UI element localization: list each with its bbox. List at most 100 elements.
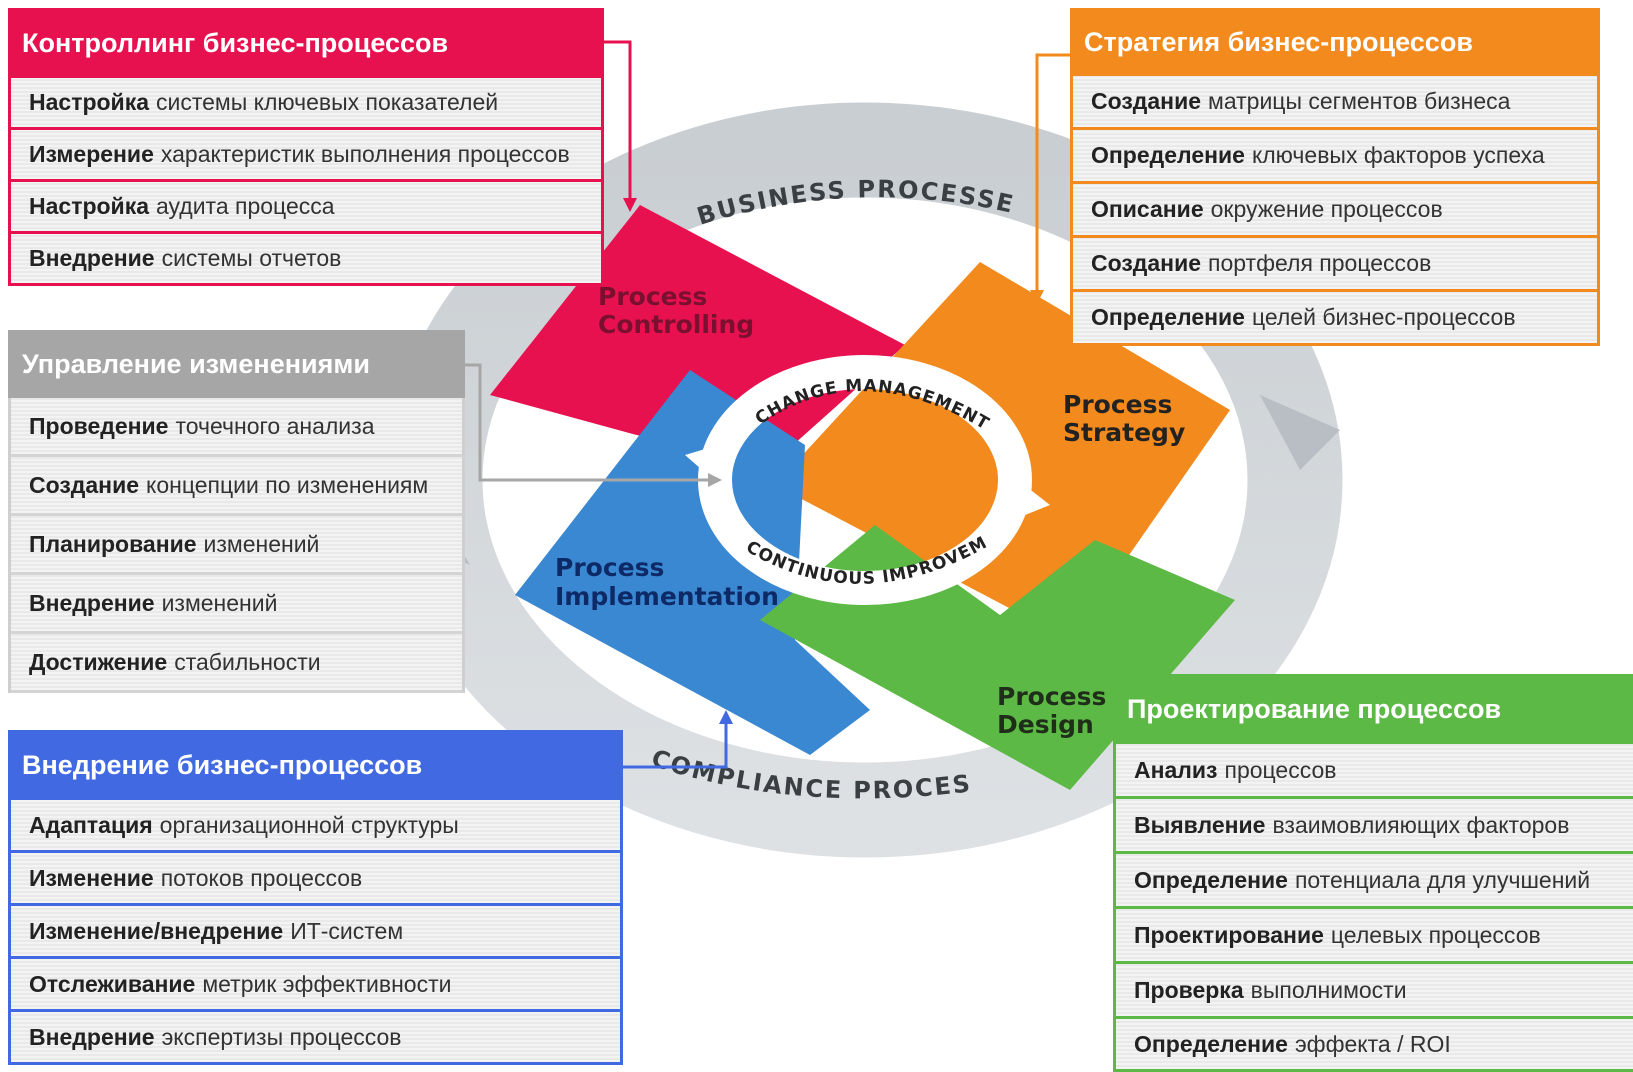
item-verb: Планирование <box>29 530 197 557</box>
item-verb: Определение <box>1091 142 1245 168</box>
item-text: потенциала для улучшений <box>1294 866 1591 893</box>
item-text: потоков процессов <box>160 864 363 891</box>
panel-implementation-title: Внедрение бизнес-процессов <box>8 730 623 800</box>
item-text: целей бизнес-процессов <box>1251 304 1516 330</box>
item-verb: Описание <box>1091 196 1204 222</box>
item-verb: Достижение <box>29 648 168 675</box>
item-text: выполнимости <box>1250 976 1407 1003</box>
item-verb: Отслеживание <box>29 970 196 997</box>
item-text: изменений <box>203 530 320 557</box>
item-verb: Анализ <box>1134 756 1218 783</box>
item-verb: Настройка <box>29 89 149 115</box>
panel-change-title: Управление изменениями <box>8 330 465 398</box>
item-verb: Внедрение <box>29 245 155 271</box>
list-item: Настройка системы ключевых показателей <box>11 78 601 130</box>
item-verb: Изменение/внедрение <box>29 917 284 944</box>
panel-controlling: Контроллинг бизнес-процессов Настройка си… <box>8 8 604 286</box>
connector-implementation-arrowhead <box>719 710 733 724</box>
connector-change-arrowhead <box>708 473 722 487</box>
item-text: окружение процессов <box>1210 196 1443 222</box>
quadrant-implementation <box>515 370 870 755</box>
item-text: метрик эффективности <box>202 970 452 997</box>
item-verb: Создание <box>1091 250 1202 276</box>
item-text: системы отчетов <box>161 245 342 271</box>
item-verb: Определение <box>1134 1030 1288 1057</box>
item-text: процессов <box>1224 756 1337 783</box>
item-verb: Определение <box>1091 304 1245 330</box>
item-text: изменений <box>161 589 278 616</box>
item-text: экспертизы процессов <box>161 1023 402 1050</box>
panel-strategy-title: Стратегия бизнес-процессов <box>1070 8 1600 76</box>
panel-controlling-list: Настройка системы ключевых показателей Из… <box>8 78 604 286</box>
item-verb: Адаптация <box>29 811 153 838</box>
item-text: целевых процессов <box>1330 921 1541 948</box>
item-verb: Создание <box>1091 88 1202 114</box>
connectors <box>465 40 1070 769</box>
panel-design-title: Проектирование процессов <box>1113 674 1633 744</box>
item-text: эффекта / ROI <box>1294 1030 1451 1057</box>
item-verb: Проверка <box>1134 976 1244 1003</box>
item-verb: Выявление <box>1134 811 1266 838</box>
quadrant-design-label: Process Design <box>997 682 1115 739</box>
item-text: матрицы сегментов бизнеса <box>1208 88 1511 114</box>
item-verb: Проведение <box>29 412 169 439</box>
item-text: ИТ-систем <box>290 917 404 944</box>
connector-strategy <box>1035 53 1070 292</box>
item-text: системы ключевых показателей <box>156 89 499 115</box>
item-text: аудита процесса <box>156 193 335 219</box>
item-text: характеристик выполнения процессов <box>160 141 570 167</box>
item-verb: Настройка <box>29 193 149 219</box>
item-text: ключевых факторов успеха <box>1251 142 1545 168</box>
item-text: концепции по изменениям <box>146 471 429 498</box>
list-item: Настройка аудита процесса <box>11 182 601 234</box>
item-text: взаимовлияющих факторов <box>1272 811 1570 838</box>
connector-change <box>465 363 710 482</box>
item-text: стабильности <box>174 648 321 675</box>
connector-controlling-arrowhead <box>623 198 637 212</box>
connector-controlling <box>603 40 632 200</box>
connector-implementation <box>622 722 728 769</box>
item-verb: Определение <box>1134 866 1288 893</box>
item-verb: Создание <box>29 471 140 498</box>
item-verb: Внедрение <box>29 589 155 616</box>
item-text: портфеля процессов <box>1208 250 1432 276</box>
item-verb: Внедрение <box>29 1023 155 1050</box>
item-verb: Измерение <box>29 141 154 167</box>
item-text: точечного анализа <box>175 412 375 439</box>
quadrant-controlling-label: Process Controlling <box>598 282 754 339</box>
quadrant-implementation-label: Process Implementation <box>555 553 779 611</box>
item-text: организационной структуры <box>159 811 459 838</box>
item-verb: Изменение <box>29 864 154 891</box>
panel-controlling-title: Контроллинг бизнес-процессов <box>8 8 604 78</box>
